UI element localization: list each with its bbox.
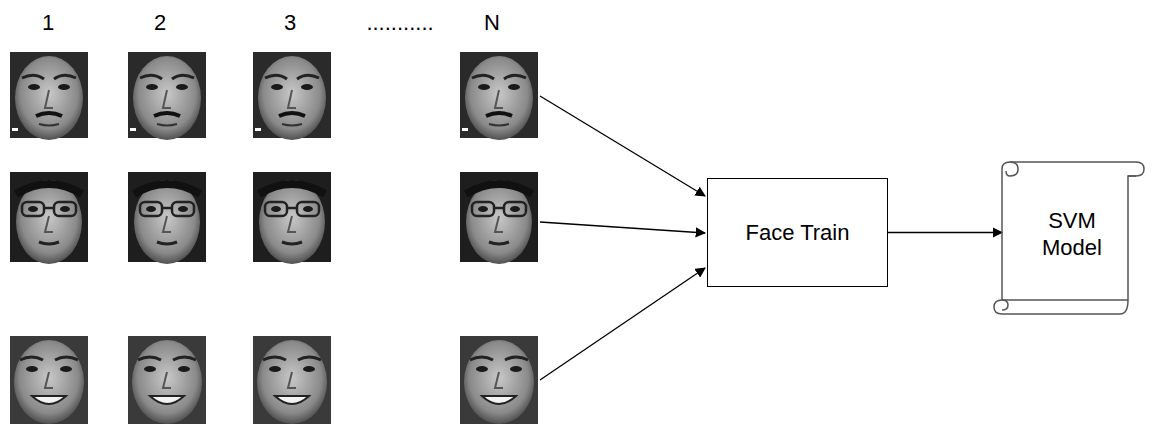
document-scroll: SVM Model xyxy=(988,150,1148,318)
column-number: ........... xyxy=(366,10,433,36)
column-number: 1 xyxy=(42,10,54,36)
node-label: Face Train xyxy=(746,219,850,246)
process-box: Face Train xyxy=(707,178,888,287)
column-number: 2 xyxy=(154,10,166,36)
node-label: SVM Model xyxy=(1027,207,1117,261)
column-number: 3 xyxy=(284,10,296,36)
arrow-connector xyxy=(888,232,1002,233)
scroll-outline xyxy=(988,150,1148,318)
column-number: N xyxy=(484,10,500,36)
